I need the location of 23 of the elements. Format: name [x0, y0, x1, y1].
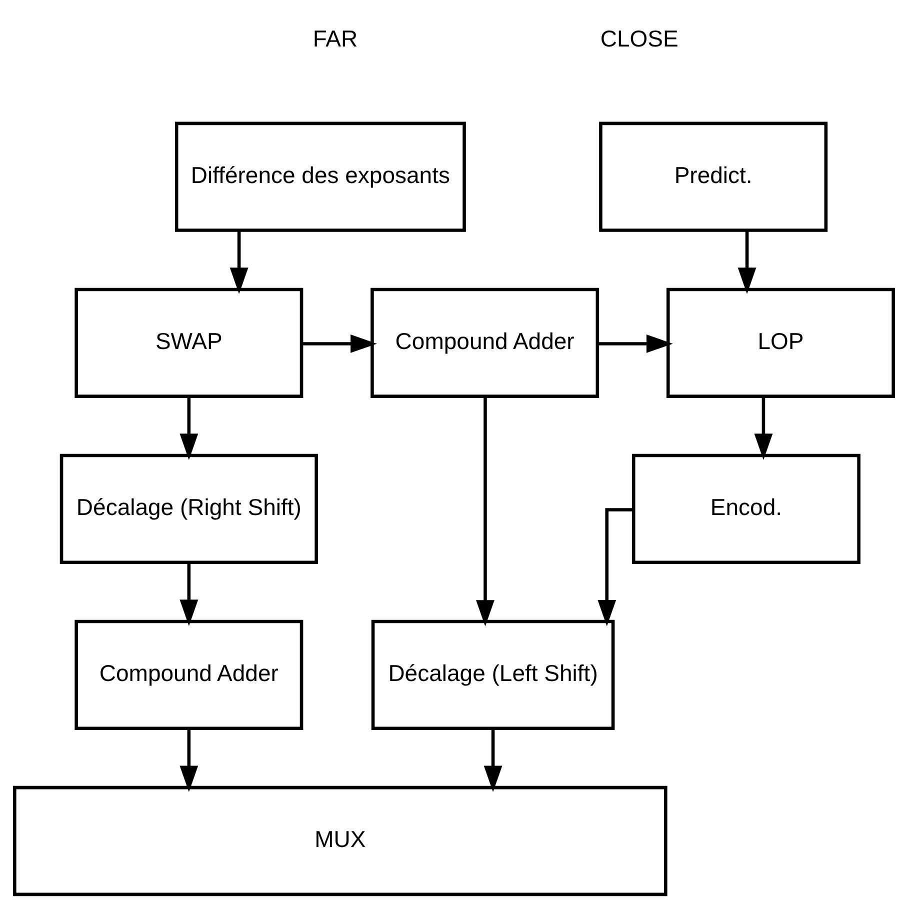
node-box: Encod. [632, 454, 860, 564]
label: FAR [312, 25, 358, 52]
label: CLOSE [600, 25, 678, 52]
arrow [230, 230, 248, 294]
node-box: Compound Adder [370, 288, 600, 398]
node-box: Différence des exposants [174, 122, 466, 232]
node-box: Predict. [599, 122, 828, 232]
arrow [476, 396, 494, 626]
arrow [302, 334, 377, 353]
arrow [180, 396, 198, 460]
node-box: MUX [13, 786, 668, 896]
node-box: Compound Adder [74, 620, 304, 730]
arrow [484, 728, 502, 792]
arrow [180, 728, 198, 792]
node-box: Décalage (Right Shift) [60, 454, 318, 564]
arrow [738, 230, 756, 294]
arrow [754, 396, 773, 460]
node-box: SWAP [74, 288, 304, 398]
arrow [598, 334, 673, 353]
arrow [598, 508, 634, 626]
node-box: LOP [666, 288, 895, 398]
arrow [180, 562, 198, 626]
node-box: Décalage (Left Shift) [371, 620, 615, 730]
